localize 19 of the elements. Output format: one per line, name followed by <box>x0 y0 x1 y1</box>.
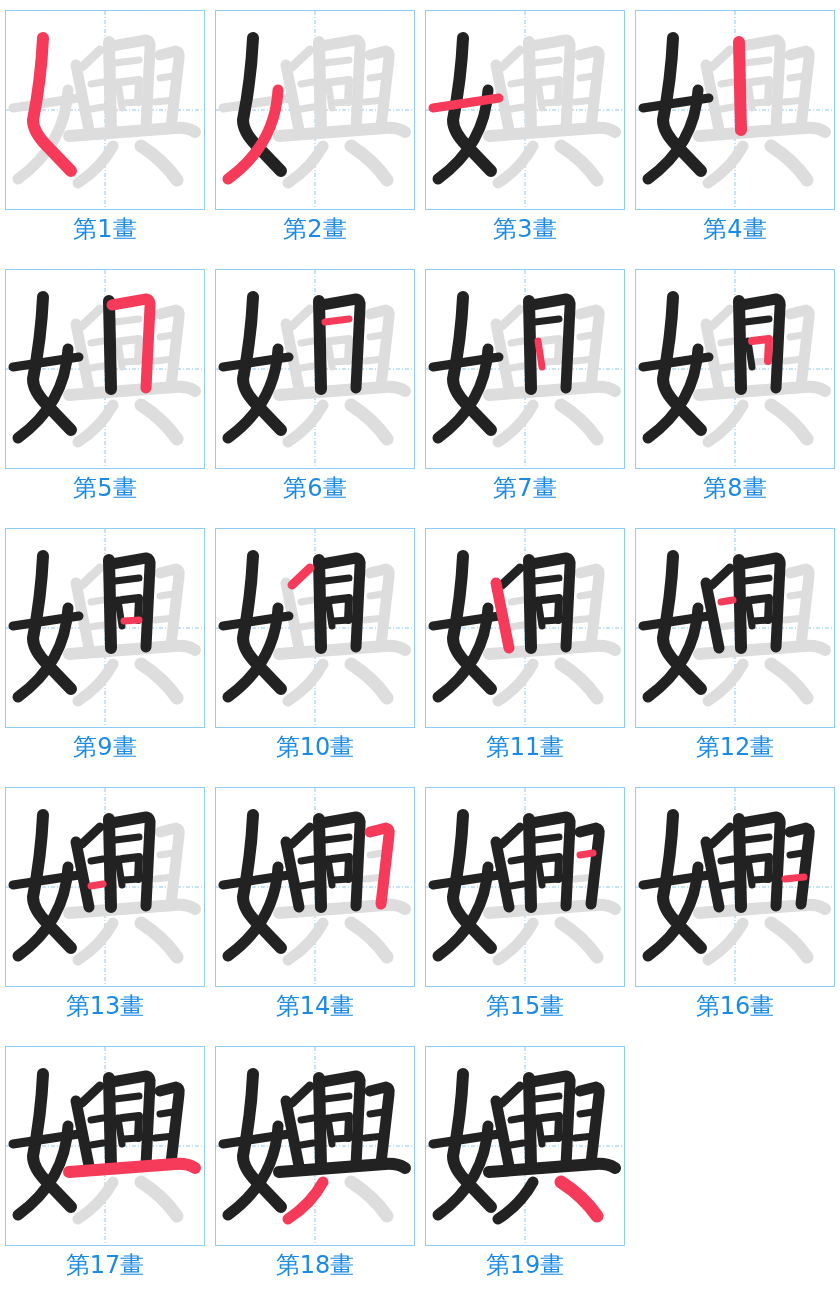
stroke-caption: 第16畫 <box>695 992 775 1020</box>
stroke-caption: 第11畫 <box>485 733 565 761</box>
stroke-caption: 第6畫 <box>283 474 347 502</box>
stroke-caption: 第10畫 <box>275 733 355 761</box>
stroke-caption: 第7畫 <box>493 474 557 502</box>
stroke-caption: 第12畫 <box>695 733 775 761</box>
stroke-caption: 第19畫 <box>485 1251 565 1279</box>
stroke-caption: 第3畫 <box>493 215 557 243</box>
stroke-caption: 第9畫 <box>73 733 137 761</box>
stroke-caption: 第4畫 <box>703 215 767 243</box>
stroke-caption: 第14畫 <box>275 992 355 1020</box>
stroke-caption: 第13畫 <box>65 992 145 1020</box>
stroke-caption: 第1畫 <box>73 215 137 243</box>
stroke-caption: 第15畫 <box>485 992 565 1020</box>
stroke-caption: 第17畫 <box>65 1251 145 1279</box>
stroke-caption: 第18畫 <box>275 1251 355 1279</box>
stroke-caption: 第8畫 <box>703 474 767 502</box>
stroke-caption: 第5畫 <box>73 474 137 502</box>
stroke-caption: 第2畫 <box>283 215 347 243</box>
